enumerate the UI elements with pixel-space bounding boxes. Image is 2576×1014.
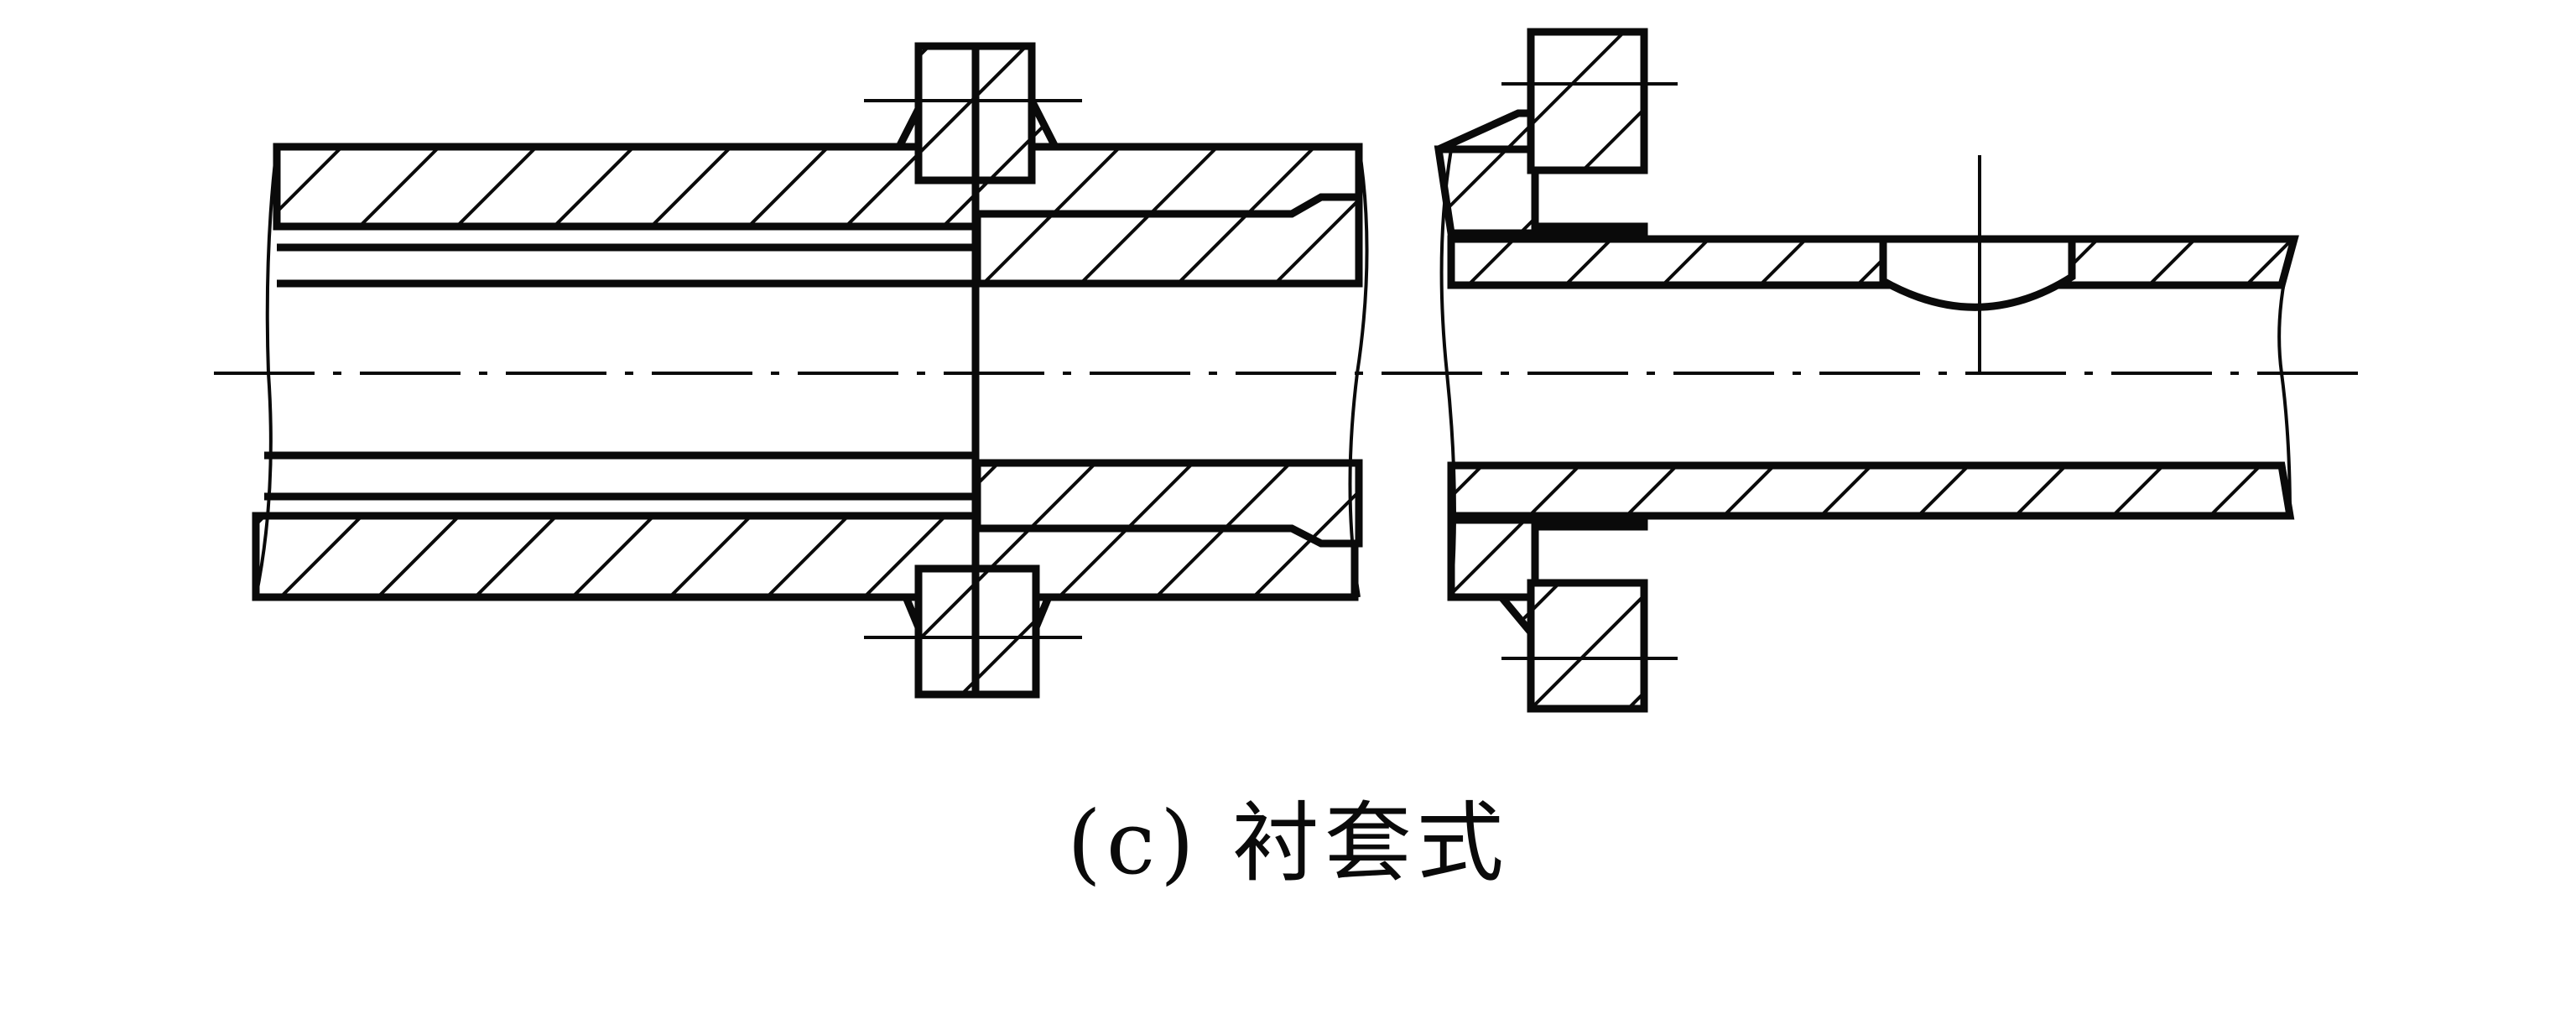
break-line-right-end [2277,238,2296,517]
right-pipe-lower-wall [1447,461,2295,520]
inner-sleeve-lower [973,459,1363,548]
figure-caption: (c) 衬套式 [1067,792,1509,894]
inspection-window [1879,235,2076,311]
break-line-left [1348,146,1369,598]
right-flange-top [1527,28,1648,174]
break-line-right-start [1439,148,1456,598]
right-assembly [1434,28,2299,713]
right-flange-bottom [1527,579,1648,713]
left-assembly [252,42,1369,699]
right-pipe-upper-wall [1447,235,2299,289]
